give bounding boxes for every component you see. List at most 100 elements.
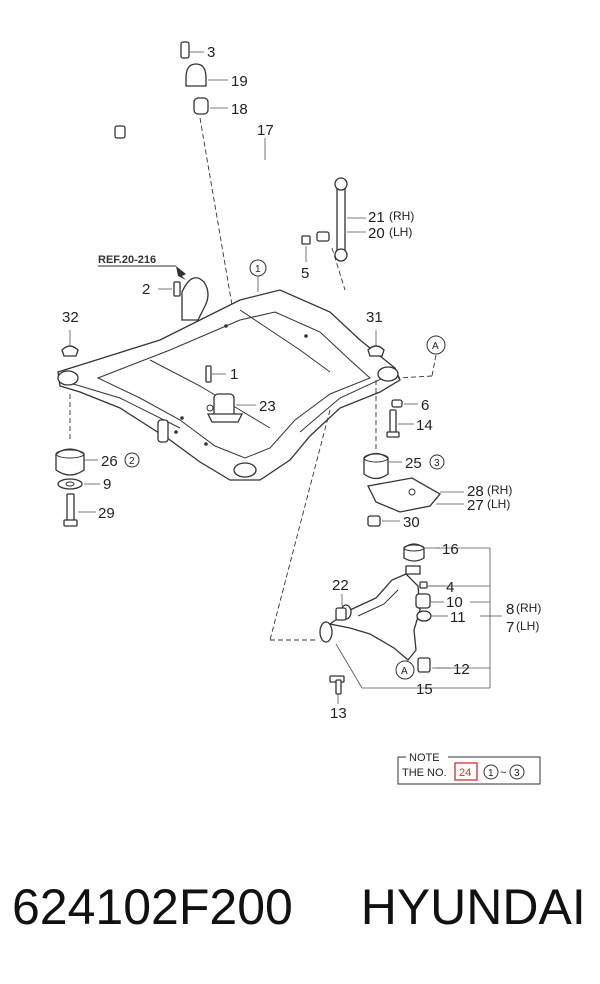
- callout-label: 1: [255, 264, 261, 275]
- callout-label: 26: [101, 453, 118, 470]
- engine-mount-bracket: [173, 277, 209, 321]
- callout-label: 21: [368, 209, 385, 226]
- note-box: NOTE THE NO. 24 1 ~ 3: [397, 752, 541, 785]
- callout-12: 12: [432, 661, 470, 678]
- callout-32: 32: [62, 309, 79, 346]
- callout-4: 4: [428, 579, 454, 596]
- frame-bushing-32: [61, 345, 79, 357]
- marker-letter: A: [432, 341, 439, 352]
- ball-joint-16: [403, 543, 425, 562]
- marker-letter: A: [401, 666, 408, 677]
- callout-label: 12: [453, 661, 470, 678]
- callout-23: 23: [236, 398, 276, 415]
- stabilizer-bushing-and-bracket: [180, 41, 311, 245]
- callout-1a: 1: [249, 259, 267, 292]
- part-number: 624102F200: [12, 879, 293, 935]
- callout-label: 25: [405, 455, 422, 472]
- frame-bushing-31: [367, 345, 385, 357]
- callout-3: 3: [190, 44, 215, 61]
- callout-label: 31: [366, 309, 383, 326]
- callout-label: 9: [103, 476, 111, 493]
- callout-5: 5: [301, 246, 309, 282]
- callout-7: 7 (LH): [506, 619, 539, 636]
- callout-11: 11: [432, 609, 466, 626]
- callout-label: 28: [467, 483, 484, 500]
- mount-bracket-23: [206, 393, 244, 423]
- callout-side: (LH): [516, 619, 539, 633]
- callout-side: (RH): [389, 209, 414, 223]
- washer-6: [391, 399, 403, 408]
- callout-9: 9: [84, 476, 111, 493]
- note-range-end: 3: [514, 768, 520, 779]
- callout-10: 10: [430, 594, 463, 611]
- note-title: NOTE: [409, 752, 440, 764]
- bushing-4-10-11: [405, 565, 432, 622]
- callout-label: 18: [231, 101, 248, 118]
- callout-label: 20: [368, 225, 385, 242]
- callout-label: 16: [442, 541, 459, 558]
- bolt-22: [335, 607, 347, 621]
- washer-9: [57, 478, 83, 490]
- callout-label: 15: [416, 681, 433, 698]
- callout-15: 15: [416, 681, 433, 698]
- support-bracket-28-27: [367, 477, 441, 513]
- callout-27: 27 (LH): [436, 497, 510, 514]
- callout-30: 30: [382, 514, 420, 531]
- ref-label-group: REF.20-216: [98, 254, 186, 280]
- callout-label: 17: [257, 122, 274, 139]
- callout-2: 2: [142, 281, 172, 298]
- callout-note-ref: 3: [434, 458, 440, 469]
- callout-17: 17: [257, 122, 274, 160]
- callout-side: (RH): [516, 601, 541, 615]
- callout-label: 5: [301, 265, 309, 282]
- bushing-26: [55, 448, 85, 476]
- callout-label: 30: [403, 514, 420, 531]
- callout-side: (LH): [487, 497, 510, 511]
- bolt-13: [329, 675, 345, 695]
- footer-caption: 624102F200 HYUNDAI: [12, 878, 592, 948]
- callout-side: (RH): [487, 483, 512, 497]
- callout-6: 6: [404, 397, 429, 414]
- callout-label: 22: [332, 577, 349, 594]
- callout-21: 21 (RH): [347, 209, 414, 226]
- note-prefix: THE NO.: [402, 767, 447, 779]
- crossmember: [57, 289, 401, 481]
- callout-label: 11: [450, 609, 466, 626]
- callout-29: 29: [78, 505, 115, 522]
- callout-label: 29: [98, 505, 115, 522]
- nut-30: [367, 515, 381, 527]
- callout-label: 2: [142, 281, 150, 298]
- callout-1: 1: [205, 365, 238, 383]
- callout-label: 14: [416, 417, 433, 434]
- marker-a-upper: A: [397, 335, 446, 379]
- bushing-25: [363, 452, 389, 480]
- callout-label: 1: [230, 366, 238, 383]
- callout-label: 27: [467, 497, 484, 514]
- callout-18: 18: [210, 101, 248, 118]
- nut-12: [417, 657, 431, 673]
- callout-label: 23: [259, 398, 276, 415]
- callout-19: 19: [208, 73, 248, 90]
- callout-26: 26 2: [84, 452, 140, 470]
- ref-label: REF.20-216: [98, 254, 156, 266]
- callout-label: 10: [446, 594, 463, 611]
- callout-label: 6: [421, 397, 429, 414]
- callout-side: (LH): [389, 225, 412, 239]
- callout-label: 3: [207, 44, 215, 61]
- callout-label: 19: [231, 73, 248, 90]
- callout-label: 7: [506, 619, 514, 636]
- callout-label: 8: [506, 601, 514, 618]
- callout-22: 22: [332, 577, 349, 606]
- callout-label: 32: [62, 309, 79, 326]
- callout-16: 16: [424, 541, 459, 558]
- callout-25: 25 3: [388, 454, 445, 472]
- callout-note-ref: 2: [129, 456, 135, 467]
- callout-8: 8 (RH): [506, 601, 541, 618]
- note-highlight: 24: [459, 767, 471, 779]
- callout-20: 20 (LH): [347, 225, 412, 242]
- callout-label: 4: [446, 579, 454, 596]
- note-range-start: 1: [488, 768, 494, 779]
- callout-31: 31: [366, 309, 383, 346]
- callout-14: 14: [398, 417, 433, 434]
